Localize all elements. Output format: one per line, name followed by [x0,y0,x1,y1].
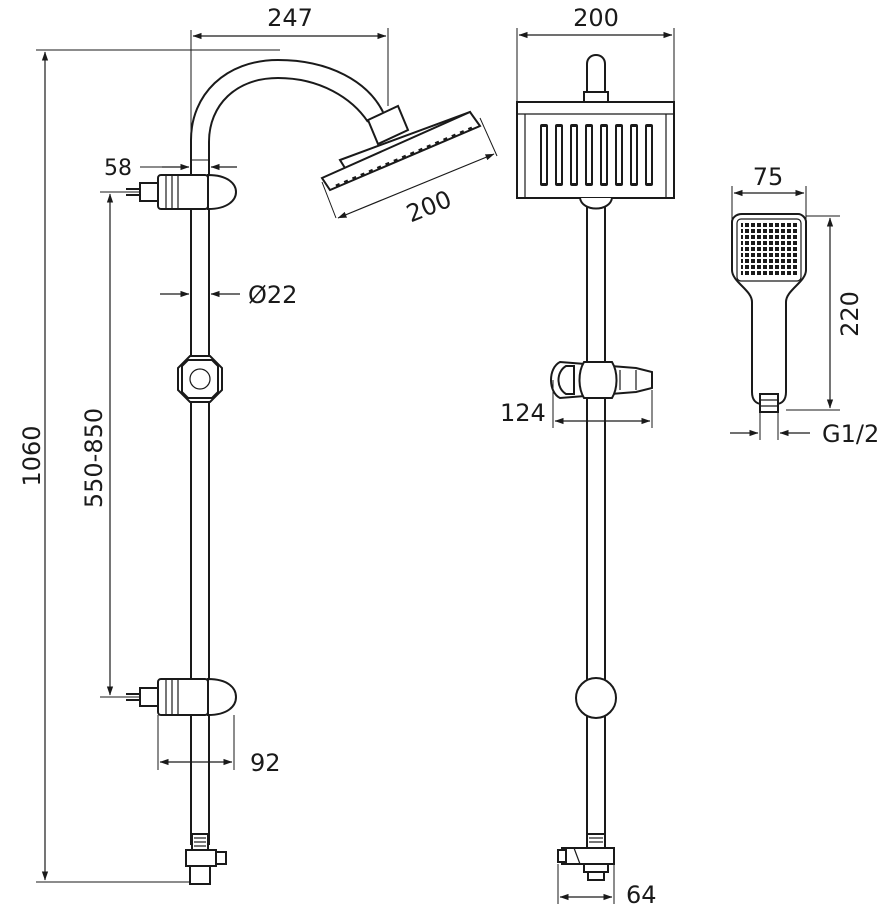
slider-knob [177,355,223,403]
dim-arm-reach: 247 [190,4,389,160]
dim-slider-width: 124 [500,380,653,428]
dim-label-200-front: 200 [573,4,619,32]
overhead-shower-head [320,104,482,192]
front-lower-holder [575,677,617,719]
dim-thread: G1/2 [730,412,879,448]
lower-wall-holder [126,677,238,717]
dim-label-58: 58 [104,156,132,181]
dim-total-height: 1060 [18,49,280,883]
dim-label-22: Ø22 [248,281,297,309]
dim-label-124: 124 [500,399,546,427]
dim-holder-offset: 58 [104,156,237,181]
upper-wall-holder [126,173,238,211]
dim-label-75: 75 [753,163,784,191]
dim-handshower-length: 220 [786,215,864,411]
front-shower-head [516,101,675,210]
front-nozzle-slots [540,124,653,186]
side-view: 247 200 58 Ø22 1060 [18,4,498,885]
front-riser-pipe [586,205,606,836]
diverter [185,833,227,885]
front-arm-stub [583,54,609,103]
front-view: 200 124 64 [500,4,675,909]
shower-arm [190,58,384,162]
dim-label-247: 247 [267,4,313,32]
hand-shower [731,213,807,413]
dim-label-1060: 1060 [18,425,46,486]
dim-bracket-depth: 92 [157,715,281,777]
riser-pipe [190,160,210,845]
dim-label-550-850: 550-850 [80,408,108,508]
dim-handshower-width: 75 [731,163,807,222]
front-slider-holder [550,360,653,400]
dim-head-width-front: 200 [516,4,675,102]
dim-pipe-diameter: Ø22 [160,281,297,309]
hand-shower-view: 75 220 G1/2 [730,163,879,448]
dim-diverter-width: 64 [557,864,657,909]
dim-adjust-range: 550-850 [80,191,140,698]
dim-label-200-side: 200 [403,185,456,228]
dim-label-64: 64 [626,881,657,909]
front-diverter [557,833,615,881]
dim-label-g12: G1/2 [822,420,879,448]
hand-shower-nozzle-grid [741,223,797,277]
dim-label-92: 92 [250,749,281,777]
dim-label-220: 220 [836,291,864,337]
